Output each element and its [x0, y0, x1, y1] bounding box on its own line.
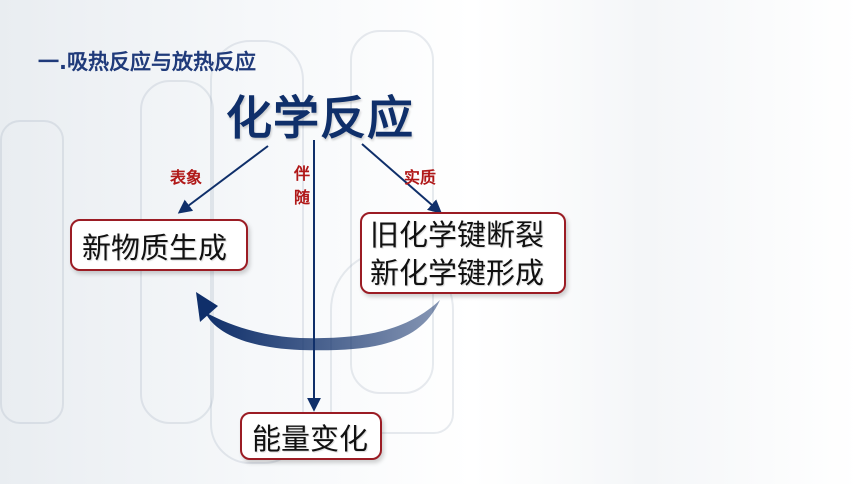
box-energy-change-text: 能量变化	[252, 422, 369, 456]
label-accompany-char: 伴	[293, 164, 310, 183]
box-new-substance-text: 新物质生成	[82, 231, 228, 265]
label-essence: 实质	[404, 168, 437, 187]
background-flask-decoration	[0, 120, 64, 424]
curved-return-arrow-body	[205, 300, 440, 351]
section-title: 一.吸热反应与放热反应	[38, 50, 256, 74]
box-bond-change-line: 新化学键形成	[370, 256, 545, 290]
label-phenomenon: 表象	[170, 168, 203, 187]
label-accompany-char: 随	[293, 188, 310, 207]
main-title: 化学反应	[226, 91, 414, 145]
box-energy-change: 能量变化	[240, 412, 382, 460]
curved-return-arrowhead	[196, 292, 218, 322]
arrow-to-phenomenon	[177, 145, 269, 214]
arrow-to-essence	[361, 143, 443, 214]
box-new-substance: 新物质生成	[70, 219, 248, 271]
box-bond-change-line: 旧化学键断裂	[370, 218, 545, 252]
box-bond-change: 旧化学键断裂 新化学键形成	[360, 212, 566, 294]
label-accompany: 伴 随	[291, 162, 313, 210]
